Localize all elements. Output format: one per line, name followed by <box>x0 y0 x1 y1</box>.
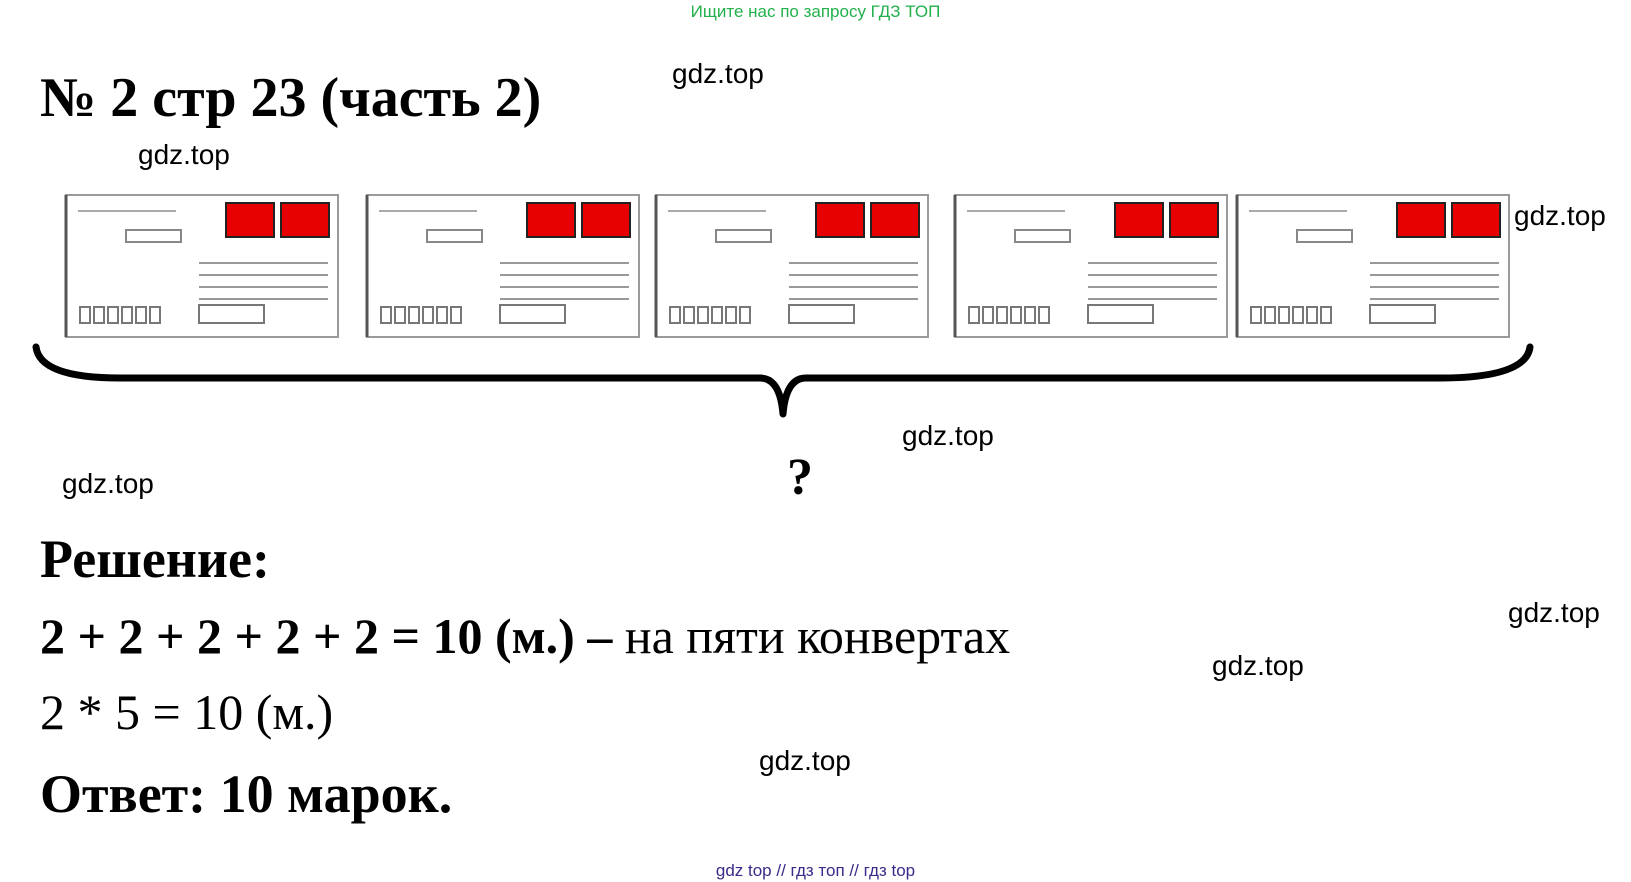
postcode-box <box>1320 306 1332 324</box>
postcode-box <box>394 306 406 324</box>
stamp <box>280 202 330 238</box>
postcode-box <box>1292 306 1304 324</box>
equation-sum: 2 + 2 + 2 + 2 + 2 = 10 (м.) – на пяти ко… <box>40 607 1010 665</box>
envelope-field <box>499 304 566 324</box>
envelope-field <box>125 229 182 243</box>
footer-link[interactable]: гдз top <box>863 861 916 880</box>
postcode-box <box>982 306 994 324</box>
equation-sum-expr: 2 + 2 + 2 + 2 + 2 = 10 (м.) – <box>40 608 613 664</box>
watermark: gdz.top <box>1212 650 1304 681</box>
postcode-box <box>1278 306 1290 324</box>
postcode-box <box>697 306 709 324</box>
postcode-box <box>93 306 105 324</box>
footer-link[interactable]: gdz top <box>715 861 772 880</box>
envelope-field <box>1296 229 1353 243</box>
stamp <box>870 202 920 238</box>
postcode-box <box>1010 306 1022 324</box>
equation-product: 2 * 5 = 10 (м.) <box>40 684 334 740</box>
page-title: № 2 стр 23 (часть 2) <box>40 67 542 129</box>
envelope-field <box>1369 304 1436 324</box>
watermark: gdz.top <box>759 745 851 776</box>
postcode-box <box>107 306 119 324</box>
postcode-box <box>1264 306 1276 324</box>
stamp <box>526 202 576 238</box>
postcode-box <box>408 306 420 324</box>
watermark: gdz.top <box>672 58 764 89</box>
envelope-field <box>426 229 483 243</box>
footer-separator: // <box>849 861 859 880</box>
stamp <box>1169 202 1219 238</box>
postcode-box <box>149 306 161 324</box>
envelope-field <box>715 229 772 243</box>
postcode-box <box>121 306 133 324</box>
stamp <box>815 202 865 238</box>
postcode-box <box>380 306 392 324</box>
footer-link[interactable]: гдз топ <box>790 861 845 880</box>
answer: Ответ: 10 марок. <box>40 764 453 824</box>
envelope-field <box>1014 229 1071 243</box>
postcode-box <box>1306 306 1318 324</box>
stamp <box>1396 202 1446 238</box>
question-mark: ? <box>787 449 813 506</box>
watermark: gdz.top <box>62 468 154 499</box>
postcode-box <box>669 306 681 324</box>
envelope-field <box>198 304 265 324</box>
postcode-box <box>683 306 695 324</box>
postcode-box <box>968 306 980 324</box>
curly-brace <box>32 343 1534 418</box>
postcode-box <box>739 306 751 324</box>
envelope-field <box>788 304 855 324</box>
watermark: gdz.top <box>138 139 230 170</box>
postcode-box <box>79 306 91 324</box>
solution-heading: Решение: <box>40 529 270 589</box>
stamp <box>1114 202 1164 238</box>
watermark: gdz.top <box>902 420 994 451</box>
postcode-box <box>1038 306 1050 324</box>
envelopes-diagram <box>32 194 1534 418</box>
postcode-box <box>996 306 1008 324</box>
postcode-box <box>1024 306 1036 324</box>
equation-sum-text: на пяти конвертах <box>612 608 1011 664</box>
watermark: gdz.top <box>1514 200 1606 231</box>
footer-links: gdz top // гдз топ // гдз top <box>0 861 1631 881</box>
footer-separator: // <box>776 861 786 880</box>
stamp <box>581 202 631 238</box>
postcode-box <box>711 306 723 324</box>
postcode-box <box>422 306 434 324</box>
postcode-box <box>436 306 448 324</box>
postcode-box <box>725 306 737 324</box>
stamp <box>1451 202 1501 238</box>
watermark: gdz.top <box>1508 597 1600 628</box>
postcode-box <box>1250 306 1262 324</box>
envelope-field <box>1087 304 1154 324</box>
postcode-box <box>135 306 147 324</box>
stamp <box>225 202 275 238</box>
postcode-box <box>450 306 462 324</box>
search-hint-link[interactable]: Ищите нас по запросу ГДЗ ТОП <box>690 2 941 21</box>
